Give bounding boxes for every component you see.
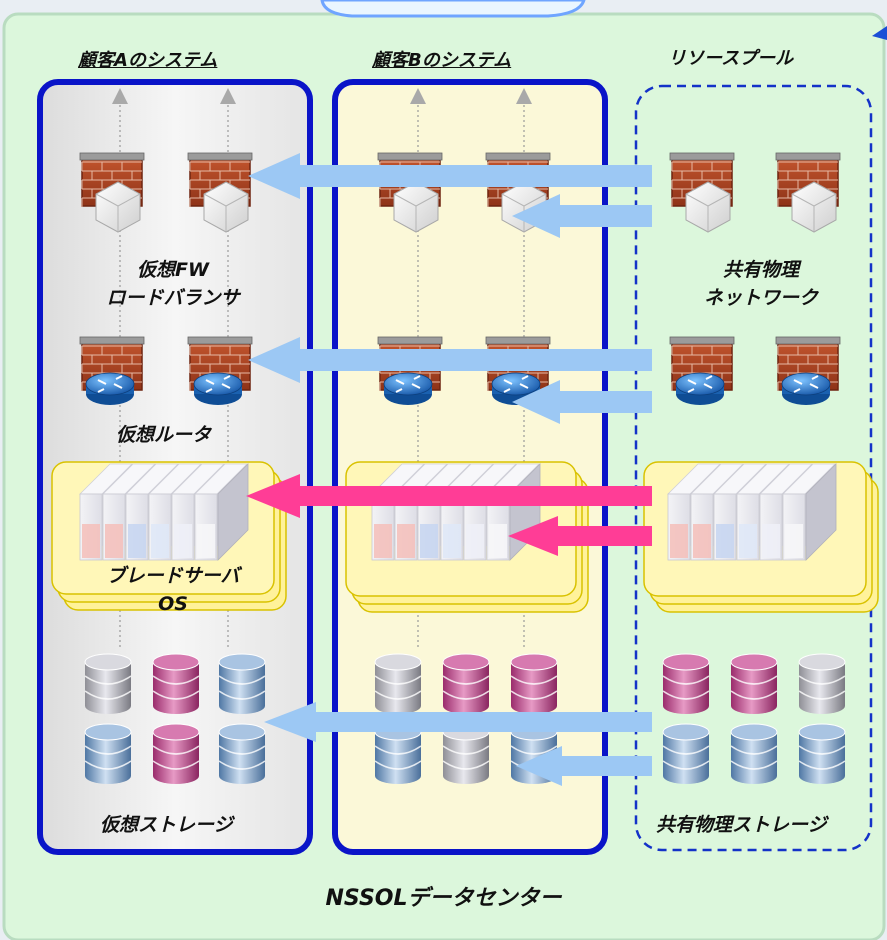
customer-b-title: 顧客Bのシステム [372, 50, 512, 71]
db-b5 [442, 723, 490, 784]
db-a4 [84, 723, 132, 784]
arrow-storage-to-b [516, 746, 652, 786]
blade-server-label: ブレードサーバ OS [78, 562, 268, 618]
shared-network-line2: ネットワーク [703, 287, 818, 309]
fw-router-pool1 [669, 336, 735, 405]
db-b1 [374, 653, 422, 714]
arrow-blade-to-a [246, 474, 652, 518]
arrow-blade-to-b [508, 516, 652, 556]
customer-a-title: 顧客Aのシステム [78, 50, 218, 71]
db-p3 [798, 653, 846, 714]
arrow-fw-to-a [248, 153, 652, 199]
db-p2 [730, 653, 778, 714]
db-a3 [218, 653, 266, 714]
fw-router-a2 [187, 336, 253, 405]
shared-network-line1: 共有物理 [722, 259, 799, 281]
db-b2 [442, 653, 490, 714]
db-p5 [730, 723, 778, 784]
arrow-router-to-b [512, 380, 652, 424]
db-a1 [84, 653, 132, 714]
resource-pool-panel [634, 84, 873, 852]
db-p1 [662, 653, 710, 714]
blade-server-a [79, 463, 249, 561]
db-p4 [662, 723, 710, 784]
resource-pool-title: リソースプール [668, 48, 794, 69]
arrow-fw-to-b [512, 194, 652, 238]
db-a5 [152, 723, 200, 784]
shared-network-label: 共有物理 ネットワーク [686, 256, 836, 312]
db-p6 [798, 723, 846, 784]
db-b4 [374, 723, 422, 784]
db-b3 [510, 653, 558, 714]
blade-server-line1: ブレードサーバ [106, 565, 240, 587]
arrow-router-to-a [248, 337, 652, 383]
fw-router-a1 [79, 336, 145, 405]
virtual-storage-label: 仮想ストレージ [100, 814, 233, 836]
virtual-router-label: 仮想ルータ [116, 424, 212, 446]
fw-cube-pool1 [669, 152, 735, 233]
fw-router-pool2 [775, 336, 841, 405]
corner-mark [872, 26, 887, 40]
blade-server-line2: OS [158, 593, 188, 615]
up-arrow-icons [112, 88, 532, 104]
fw-cube-a1 [79, 152, 145, 233]
fw-cube-pool2 [775, 152, 841, 233]
blade-server-pool [667, 463, 837, 561]
arrow-storage-to-a [264, 702, 652, 742]
fw-cube-a2 [187, 152, 253, 233]
shared-storage-label: 共有物理ストレージ [656, 814, 827, 836]
blade-server-b [371, 463, 541, 561]
cloud-shape [320, 0, 586, 18]
db-a2 [152, 653, 200, 714]
datacenter-label: NSSOLデータセンター [325, 886, 562, 911]
virtual-fw-label: 仮想FW ロードバランサ [98, 256, 248, 312]
virtual-fw-line2: ロードバランサ [106, 287, 240, 309]
virtual-fw-line1: 仮想FW [137, 259, 209, 281]
db-a6 [218, 723, 266, 784]
